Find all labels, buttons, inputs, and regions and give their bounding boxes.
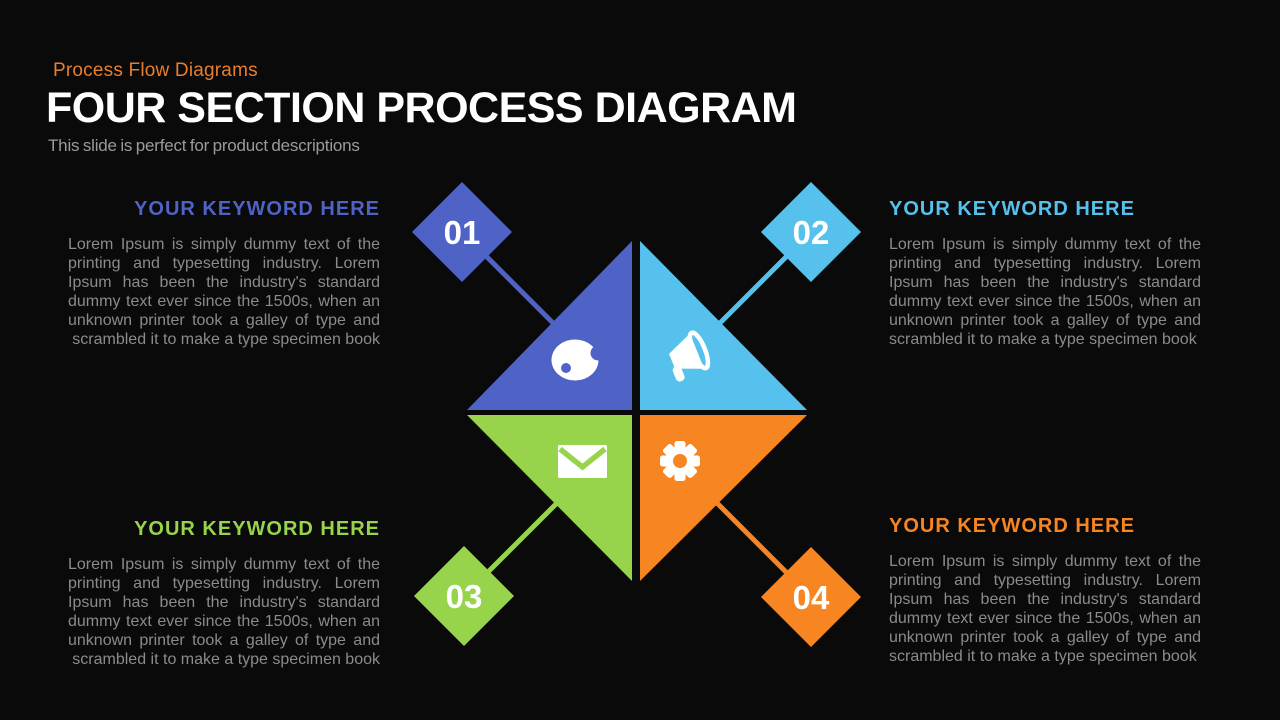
subtitle: This slide is perfect for product descri… xyxy=(48,136,360,155)
keyword-block-2: YOUR KEYWORD HERE Lorem Ipsum is simply … xyxy=(889,198,1201,349)
keyword-block-4: YOUR KEYWORD HERE Lorem Ipsum is simply … xyxy=(889,515,1201,666)
keyword-body-1: Lorem Ipsum is simply dummy text of the … xyxy=(68,236,380,348)
page-title: FOUR SECTION PROCESS DIAGRAM xyxy=(46,84,797,132)
keyword-heading-3: YOUR KEYWORD HERE xyxy=(134,518,380,540)
number-diamond-1 xyxy=(412,182,512,282)
gear-icon xyxy=(660,441,700,481)
triangle-section-4 xyxy=(640,415,807,581)
process-diagram: 01 02 03 04 xyxy=(412,182,861,647)
number-diamond-3 xyxy=(414,546,514,646)
keyword-body-2: Lorem Ipsum is simply dummy text of the … xyxy=(889,236,1201,348)
keyword-block-3: YOUR KEYWORD HERE Lorem Ipsum is simply … xyxy=(68,518,380,669)
megaphone-icon xyxy=(669,330,711,382)
palette-icon xyxy=(551,339,606,381)
eyebrow-label: Process Flow Diagrams xyxy=(53,60,258,81)
triangle-section-3 xyxy=(467,415,632,581)
triangle-section-1 xyxy=(467,241,632,410)
diamond-number-2: 02 xyxy=(793,214,830,251)
keyword-heading-4: YOUR KEYWORD HERE xyxy=(889,515,1135,537)
number-diamond-4 xyxy=(761,547,861,647)
keyword-heading-2: YOUR KEYWORD HERE xyxy=(889,198,1135,220)
diamond-number-4: 04 xyxy=(793,579,830,616)
keyword-heading-1: YOUR KEYWORD HERE xyxy=(134,198,380,220)
diamond-number-1: 01 xyxy=(444,214,481,251)
diamond-number-3: 03 xyxy=(446,578,483,615)
keyword-body-4: Lorem Ipsum is simply dummy text of the … xyxy=(889,553,1201,665)
triangle-section-2 xyxy=(640,241,807,410)
keyword-body-3: Lorem Ipsum is simply dummy text of the … xyxy=(68,556,380,668)
envelope-icon xyxy=(558,445,607,478)
number-diamond-2 xyxy=(761,182,861,282)
keyword-block-1: YOUR KEYWORD HERE Lorem Ipsum is simply … xyxy=(68,198,380,349)
